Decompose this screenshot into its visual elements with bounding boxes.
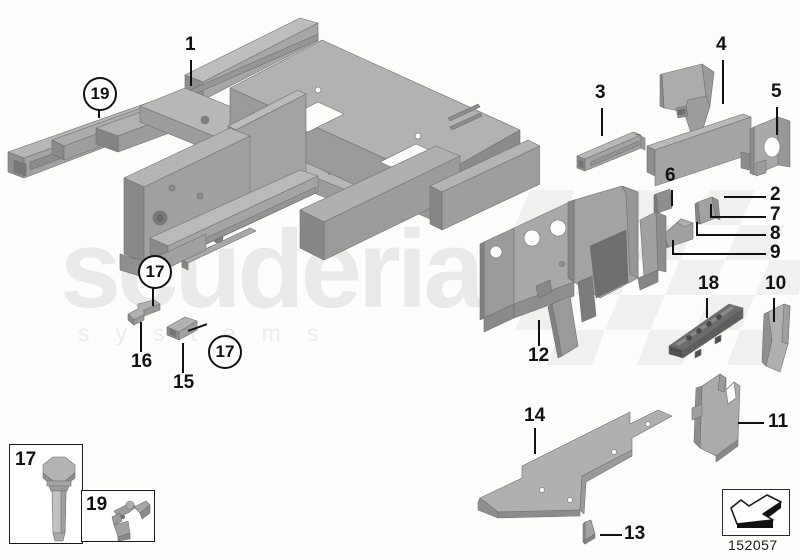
callout-8: 8 [770, 223, 781, 244]
part-1-rear-frame-assembly [7, 17, 540, 279]
part-13-small-tab [582, 519, 596, 545]
leader-7a [710, 216, 766, 218]
callout-12: 12 [528, 345, 550, 366]
leader-14 [534, 428, 536, 454]
part-18-ribbed-rail [668, 303, 744, 359]
callout-18: 18 [698, 273, 720, 294]
part-4-angled-bracket [659, 63, 715, 137]
leader-18 [706, 298, 708, 318]
leader-11 [738, 422, 764, 424]
callout-circled-19-a: 19 [83, 77, 117, 111]
part-16-small-clip [127, 299, 161, 326]
callout-1: 1 [185, 34, 196, 55]
part-3-box-section-beam [576, 131, 646, 172]
callout-10: 10 [765, 273, 787, 294]
legend-box-17: 17 [9, 444, 83, 544]
callout-circled-17-b: 17 [208, 335, 242, 369]
callout-13: 13 [624, 523, 646, 544]
leader-9a [672, 253, 766, 255]
diagram-id: 152057 [728, 537, 778, 553]
part-6-small-wedge [653, 188, 673, 214]
callout-9: 9 [770, 242, 781, 263]
part-2-side-panel [646, 113, 752, 187]
arrow-profile-icon [730, 494, 782, 528]
part-11-channel-bracket [691, 373, 741, 463]
callout-14: 14 [524, 405, 546, 426]
leader-3 [601, 108, 603, 136]
leader-6 [671, 190, 673, 206]
callout-16: 16 [131, 351, 153, 372]
callout-2: 2 [770, 184, 781, 205]
callout-3: 3 [595, 82, 606, 103]
callout-circled-17-a: 17 [138, 255, 172, 289]
hex-bolt-icon [42, 456, 76, 542]
leader-8b [696, 222, 698, 235]
part-14-floor-panel [477, 409, 673, 519]
part-12-large-bracket [479, 186, 667, 359]
callout-5: 5 [771, 81, 782, 102]
leader-15 [182, 343, 184, 373]
callout-4: 4 [716, 34, 727, 55]
leader-16 [140, 322, 142, 352]
leader-5 [776, 107, 778, 135]
leader-8a [696, 234, 766, 236]
leader-13 [600, 534, 622, 536]
callout-6: 6 [665, 165, 676, 186]
leader-12 [538, 320, 540, 346]
leader-19a [98, 108, 100, 118]
leader-7b [710, 204, 712, 217]
leader-1 [190, 60, 192, 86]
bracket-assembly-icon [111, 500, 151, 541]
leader-9b [672, 240, 674, 254]
part-5-plate-with-hole [749, 116, 791, 177]
part-10-closing-plate [761, 303, 791, 373]
direction-indicator-box [722, 489, 790, 536]
legend-19-label: 19 [86, 494, 108, 515]
leader-4 [722, 60, 724, 104]
legend-box-19: 19 [81, 490, 155, 542]
callout-15: 15 [173, 372, 195, 393]
legend-17-label: 17 [15, 449, 37, 470]
part-8-triangular-gusset [660, 218, 694, 249]
callout-7: 7 [770, 204, 781, 225]
leader-17a [152, 286, 154, 306]
callout-11: 11 [768, 411, 789, 432]
leader-10 [773, 298, 775, 322]
leader-2 [724, 196, 766, 198]
